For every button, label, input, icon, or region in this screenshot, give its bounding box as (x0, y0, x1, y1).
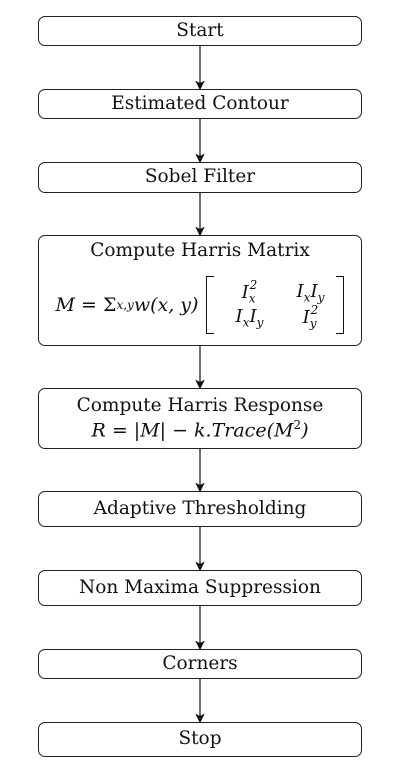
matrix-cell-22: Iy2 (302, 302, 319, 331)
node-non-maxima-suppression: Non Maxima Suppression (38, 570, 362, 606)
node-start: Start (38, 16, 362, 46)
sum-symbol: Σ (103, 293, 117, 316)
node-corners: Corners (38, 649, 362, 679)
matrix-cell-12: IxIy (296, 280, 325, 305)
node-estimated-contour: Estimated Contour (38, 89, 362, 119)
node-non-maxima-suppression-label: Non Maxima Suppression (79, 576, 321, 598)
node-harris-response-title: Compute Harris Response (76, 394, 324, 416)
matrix-cell-21: IxIy (235, 305, 264, 330)
node-sobel-filter-label: Sobel Filter (144, 166, 256, 188)
node-sobel-filter: Sobel Filter (38, 162, 362, 193)
node-adaptive-thresholding-label: Adaptive Thresholding (93, 497, 307, 519)
node-stop-label: Stop (178, 728, 222, 750)
harris-response-equation: R = |M| − k.Trace(M2) (91, 418, 309, 442)
harris-matrix-grid: Ix2 IxIy IxIy Iy2 (206, 276, 345, 335)
node-harris-matrix-title: Compute Harris Matrix (90, 240, 310, 261)
weight-term: w(x, y) (133, 293, 199, 316)
node-harris-response: Compute Harris Response R = |M| − k.Trac… (38, 388, 362, 449)
node-estimated-contour-label: Estimated Contour (111, 92, 289, 114)
matrix-lhs: M (55, 293, 76, 316)
matrix-cell-11: Ix2 (241, 277, 258, 306)
node-corners-label: Corners (162, 652, 238, 674)
node-adaptive-thresholding: Adaptive Thresholding (38, 491, 362, 527)
node-start-label: Start (176, 19, 224, 41)
sum-subscript: x,y (116, 297, 134, 312)
node-stop: Stop (38, 722, 362, 757)
